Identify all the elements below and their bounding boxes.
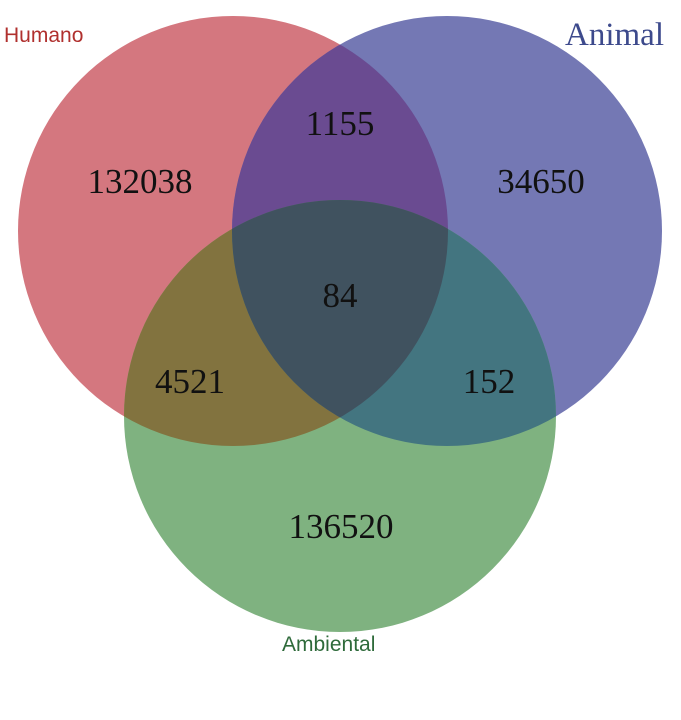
count-animal-only: 34650 bbox=[497, 162, 585, 201]
count-all-three: 84 bbox=[323, 276, 358, 315]
count-ambiental-only: 136520 bbox=[289, 507, 394, 546]
count-humano-ambiental: 4521 bbox=[155, 362, 225, 401]
count-humano-animal: 1155 bbox=[306, 104, 375, 143]
animal-label: Animal bbox=[565, 17, 664, 53]
ambiental-label: Ambiental bbox=[282, 633, 376, 656]
count-humano-only: 132038 bbox=[88, 162, 193, 201]
count-animal-ambiental: 152 bbox=[463, 362, 516, 401]
humano-label: Humano bbox=[4, 24, 84, 47]
